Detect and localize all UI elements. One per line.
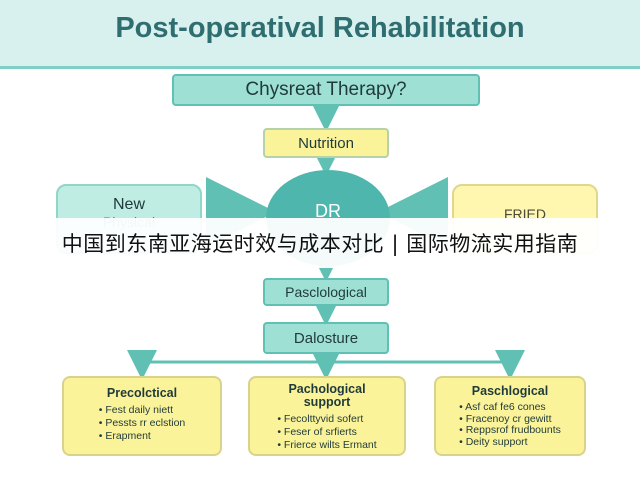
node-top-label: Chysreat Therapy? xyxy=(245,79,407,100)
node-pasclological: Pasclological xyxy=(263,278,389,306)
card-2-title: Pachological support xyxy=(288,382,366,409)
node-top: Chysreat Therapy? xyxy=(172,74,480,106)
card-3-item: Fracenoy cr gewitt xyxy=(459,413,561,426)
card-3-title: Paschlogical xyxy=(471,384,549,398)
card-1-item: Fest daily niett xyxy=(99,404,186,417)
card-2: Pachological support Fecolttyvid sofert … xyxy=(248,376,406,456)
node-nutrition: Nutrition xyxy=(263,128,389,158)
banner-text: 中国到东南亚海运时效与成本对比 | 国际物流实用指南 xyxy=(61,232,579,256)
title-bar xyxy=(0,0,640,69)
card-3-item: Reppsrof frudbounts xyxy=(459,424,561,437)
card-1-title: Precolctical xyxy=(106,386,178,400)
node-dalosture-label: Dalosture xyxy=(293,329,359,347)
node-dalosture: Dalosture xyxy=(263,322,389,354)
card-1-item: Pessts rr eclstion xyxy=(99,417,185,430)
card-3-item: Asf caf fe6 cones xyxy=(459,401,561,414)
card-2-item: Frierce wilts Ermant xyxy=(277,439,377,452)
node-nutrition-label: Nutrition xyxy=(298,134,354,152)
diagram-title: Post-operatival Rehabilitation xyxy=(115,12,525,44)
card-1-list: Fest daily niett Pessts rr eclstion Erap… xyxy=(99,404,186,443)
card-3-item: Deity support xyxy=(459,436,561,449)
node-pasclological-label: Pasclological xyxy=(285,284,367,300)
card-3-list: Asf caf fe6 cones Fracenoy cr gewitt Rep… xyxy=(459,401,561,449)
card-1-item: Erapment xyxy=(99,430,186,443)
card-2-item: Fecolttyvid sofert xyxy=(277,413,376,426)
overlay-banner: 中国到东南亚海运时效与成本对比 | 国际物流实用指南 xyxy=(0,218,640,268)
node-center-label: DR xyxy=(266,196,390,226)
card-2-item: Feser of srfierts xyxy=(277,426,376,439)
card-2-list: Fecolttyvid sofert Feser of srfierts Fri… xyxy=(277,413,377,452)
center-label-text: DR xyxy=(315,200,341,221)
card-3: Paschlogical Asf caf fe6 cones Fracenoy … xyxy=(434,376,586,456)
node-left-line1: New xyxy=(112,196,145,213)
card-1: Precolctical Fest daily niett Pessts rr … xyxy=(62,376,222,456)
